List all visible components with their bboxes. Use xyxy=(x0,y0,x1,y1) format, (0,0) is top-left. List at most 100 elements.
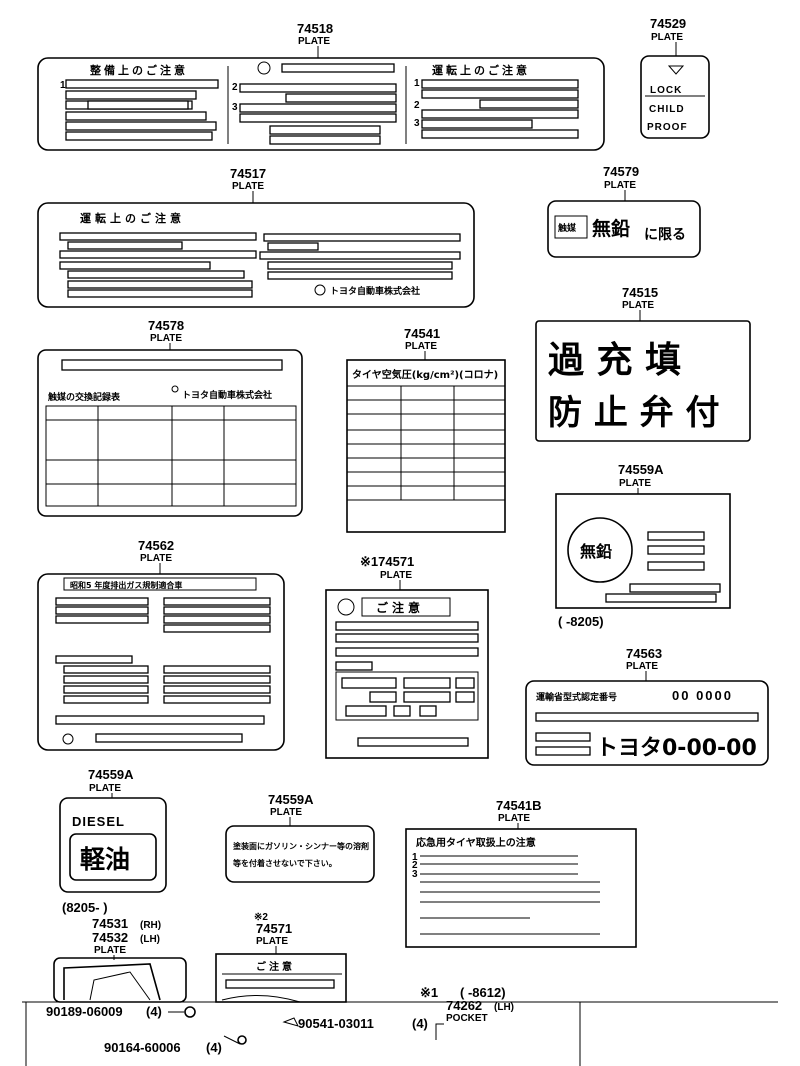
part-name: PLATE xyxy=(89,783,121,794)
model-code: トヨタ0-00-00 xyxy=(596,736,757,761)
diesel-label: DIESEL xyxy=(72,814,125,829)
proof-label: PROOF xyxy=(647,122,688,133)
row-num: 3 xyxy=(412,869,418,880)
heading: 昭和5 年度排出ガス規制適合車 xyxy=(70,580,182,590)
fastener-90164-60006: 90164-60006 (4) xyxy=(104,1035,247,1055)
row-num: 3 xyxy=(414,118,420,129)
part-74541: 74541 PLATE タイヤ空気圧(kg/cm²)(コロナ) xyxy=(346,326,506,533)
warning-line-2: 等を付着させないで下さい。 xyxy=(232,858,337,868)
part-74563: 74563 PLATE 運輸省型式認定番号 00 0000 トヨタ0-00-00 xyxy=(525,646,769,766)
fastener-number: 90189-06009 xyxy=(46,1004,123,1019)
heading: ご注意 xyxy=(256,960,295,973)
part-number: ※174571 xyxy=(360,554,414,569)
part-74559A-unleaded: 74559A PLATE 無鉛 ( -8205) xyxy=(555,462,731,629)
heading: 運転上のご注意 xyxy=(80,211,185,225)
warning-line-1: 塗装面にガソリン・シンナー等の溶剤 xyxy=(233,841,369,851)
part-name: PLATE xyxy=(150,333,182,344)
note-mark: ※1 xyxy=(420,985,438,1000)
part-number: 74559A xyxy=(618,462,664,477)
part-name: PLATE xyxy=(256,936,288,947)
note-1: ※1 ( -8612) xyxy=(420,985,506,1000)
fastener-90189-06009: 90189-06009 (4) xyxy=(46,1004,196,1019)
fastener-qty: (4) xyxy=(412,1016,428,1031)
toyota-logo xyxy=(314,284,326,296)
fastener-qty: (4) xyxy=(206,1040,222,1055)
part-74578: 74578 PLATE 触媒の交換記録表 トヨタ自動車株式会社 xyxy=(37,318,303,517)
heading-right: 運転上のご注意 xyxy=(432,63,530,77)
part-number-lh: 74532 xyxy=(92,930,128,945)
part-name: PLATE xyxy=(140,553,172,564)
suffix: (LH) xyxy=(494,1002,514,1013)
row-num: 1 xyxy=(414,78,420,89)
diagram-frame xyxy=(22,1001,778,1066)
toyota-logo xyxy=(337,598,355,616)
part-74541B: 74541B PLATE 応急用タイヤ取扱上の注意 1 2 3 xyxy=(405,798,637,948)
heading-left: 整備上のご注意 xyxy=(89,63,188,77)
part-name: PLATE xyxy=(604,180,636,191)
part-number: 74559A xyxy=(88,767,134,782)
part-number: 74559A xyxy=(268,792,314,807)
maker: トヨタ自動車株式会社 xyxy=(330,285,420,297)
part-number: 74262 xyxy=(446,998,482,1013)
nut-icon xyxy=(184,1006,196,1018)
row-num: 1 xyxy=(412,852,418,863)
row-num: 2 xyxy=(414,100,420,111)
part-number: 74518 xyxy=(297,21,333,36)
row-num: 2 xyxy=(232,82,238,93)
row-num: 3 xyxy=(232,102,238,113)
diesel-jp: 軽油 xyxy=(80,845,130,874)
part-74517: 74517 PLATE 運転上のご注意 トヨタ自動車株式会社 xyxy=(37,166,475,308)
date-range: (8205- ) xyxy=(62,900,108,915)
table-title: タイヤ空気圧(kg/cm²)(コロナ) xyxy=(352,368,498,381)
part-name: PLATE xyxy=(298,36,330,47)
part-74579: 74579 PLATE 触媒 無鉛 に限る xyxy=(547,164,701,258)
part-number: 74571 xyxy=(256,921,292,936)
fastener-number: 90164-60006 xyxy=(104,1040,181,1055)
part-name: PLATE xyxy=(94,945,126,956)
part-74515: 74515 PLATE 過 充 填 防 止 弁 付 xyxy=(535,285,751,442)
part-number: 74541 xyxy=(404,326,440,341)
part-name: PLATE xyxy=(270,807,302,818)
part-number: 74529 xyxy=(650,16,686,31)
part-number: 74579 xyxy=(603,164,639,179)
part-number: 74578 xyxy=(148,318,184,333)
suffix-lh: (LH) xyxy=(140,934,160,945)
line-2: 防 止 弁 付 xyxy=(548,393,720,433)
part-74529: 74529 PLATE LOCK CHILD PROOF xyxy=(640,16,710,139)
part-74562: 74562 PLATE 昭和5 年度排出ガス規制適合車 xyxy=(37,538,285,751)
cert-code: 00 0000 xyxy=(672,688,733,703)
part-name: PLATE xyxy=(626,661,658,672)
fastener-90541-03011: 90541-03011 (4) xyxy=(282,1016,428,1031)
pocket-drawing xyxy=(63,963,161,1001)
part-name: PLATE xyxy=(498,813,530,824)
part-name: POCKET xyxy=(446,1013,488,1024)
part-name: PLATE xyxy=(619,478,651,489)
part-number: 74562 xyxy=(138,538,174,553)
toyota-logo xyxy=(62,733,74,745)
part-74518: 74518 PLATE 整備上のご注意 運転上のご注意 1 2 3 xyxy=(37,21,605,151)
part-74531-74532: 74531 (RH) 74532 (LH) PLATE xyxy=(53,916,187,1003)
line-1: 過 充 填 xyxy=(548,340,681,381)
note-mark: ※2 xyxy=(254,912,268,923)
circle-text: 無鉛 xyxy=(580,542,612,561)
part-number: 74517 xyxy=(230,166,266,181)
part-number: 74563 xyxy=(626,646,662,661)
heading: ご注意 xyxy=(376,600,424,615)
lock-label: LOCK xyxy=(650,85,682,96)
part-number-rh: 74531 xyxy=(92,916,128,931)
part-74571-note2: ※2 74571 PLATE ご注意 xyxy=(215,912,347,1003)
cert-label: 運輸省型式認定番号 xyxy=(536,691,617,703)
row-num: 2 xyxy=(412,860,418,871)
part-name: PLATE xyxy=(232,181,264,192)
screw-icon xyxy=(237,1035,247,1045)
record-label: 触媒の交換記録表 xyxy=(47,391,121,403)
part-74571-note1: ※174571 PLATE ご注意 xyxy=(325,554,489,759)
suffix: に限る xyxy=(644,227,686,243)
suffix-rh: (RH) xyxy=(140,920,161,931)
clip-icon xyxy=(282,1017,299,1027)
part-name: PLATE xyxy=(651,32,683,43)
heading: 応急用タイヤ取扱上の注意 xyxy=(416,836,536,849)
part-74559A-diesel: 74559A PLATE DIESEL 軽油 (8205- ) xyxy=(59,767,167,915)
